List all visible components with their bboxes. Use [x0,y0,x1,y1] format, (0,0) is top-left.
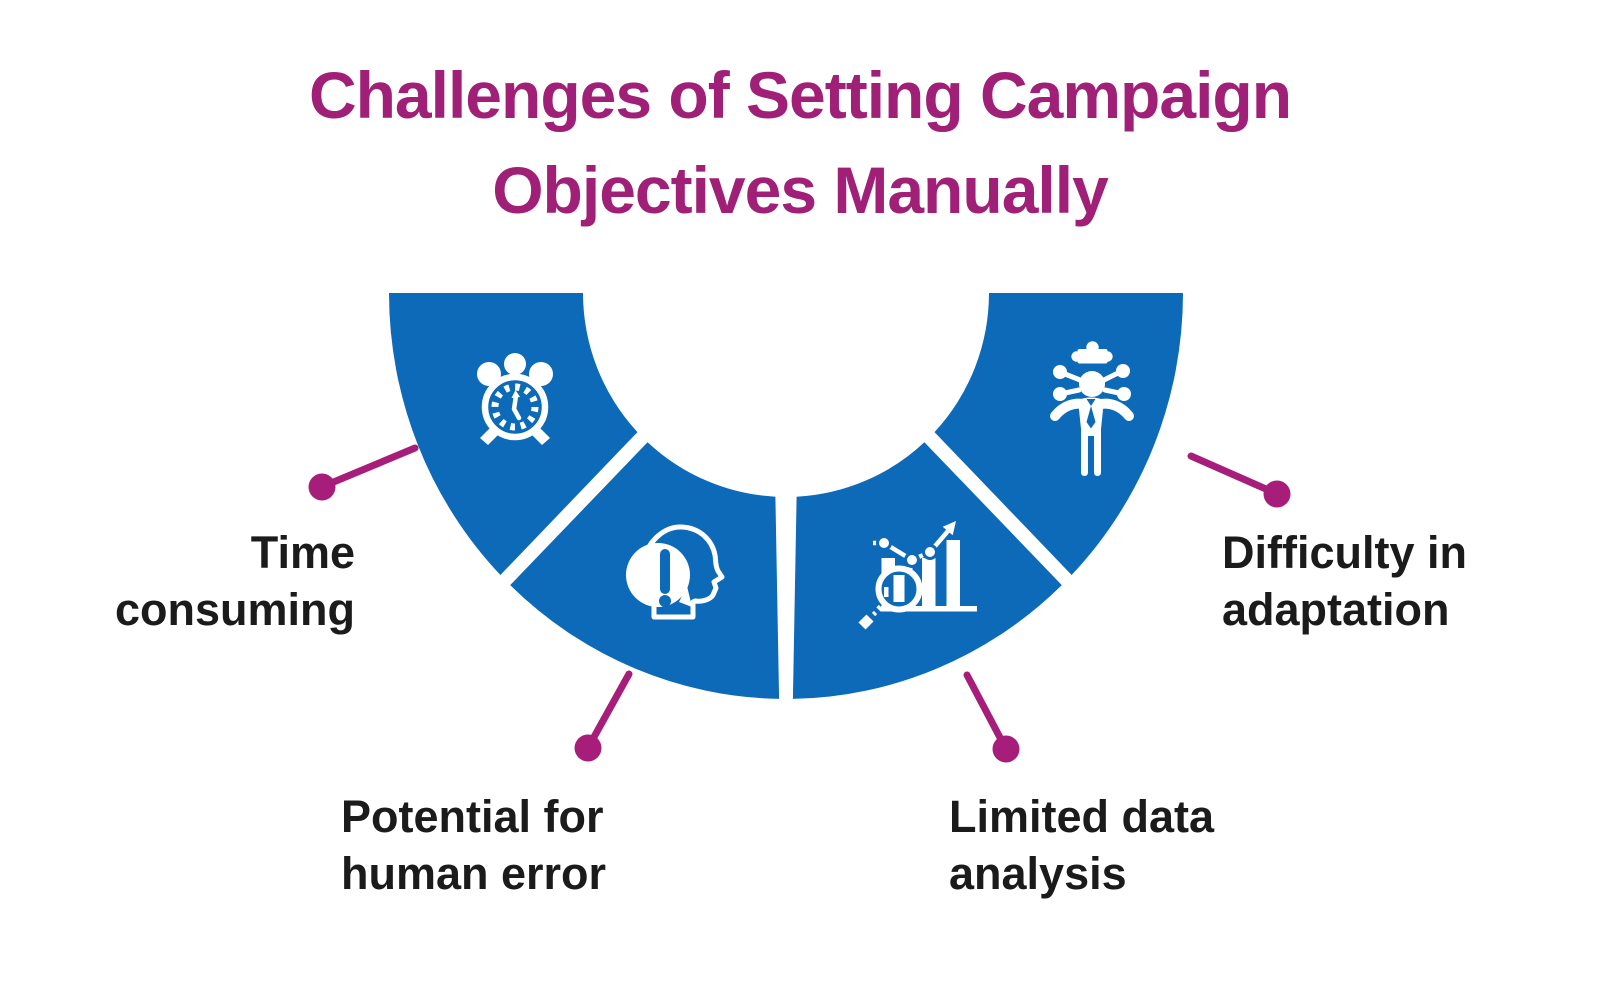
label-line: consuming [114,584,355,635]
alarm-clock-icon [477,353,553,445]
label-line: adaptation [1222,584,1450,635]
head-exclamation-icon [626,524,725,620]
label-line: Potential for [341,791,604,842]
page-title: Challenges of Setting Campaign Objective… [0,48,1600,238]
label-limited-data-analysis: Limited data analysis [949,788,1214,902]
person-puzzle-icon [1050,341,1134,476]
page-title-line2: Objectives Manually [492,153,1109,227]
segment-arc-adaptation [934,293,1183,575]
connector-adaptation [1187,452,1291,508]
label-line: Difficulty in [1222,527,1467,578]
connector-human-error [574,670,633,762]
label-line: Time [250,527,355,578]
label-time-consuming: Time consuming [115,524,355,638]
label-line: analysis [949,848,1127,899]
connector-time-consuming [308,444,419,501]
chart-magnifier-icon [858,521,977,630]
connector-limited-data [963,671,1020,763]
label-difficulty-adaptation: Difficulty in adaptation [1222,524,1467,638]
label-line: human error [341,848,607,899]
page-title-line1: Challenges of Setting Campaign [308,58,1292,132]
label-potential-human-error: Potential for human error [341,788,606,902]
label-line: Limited data [949,791,1215,842]
